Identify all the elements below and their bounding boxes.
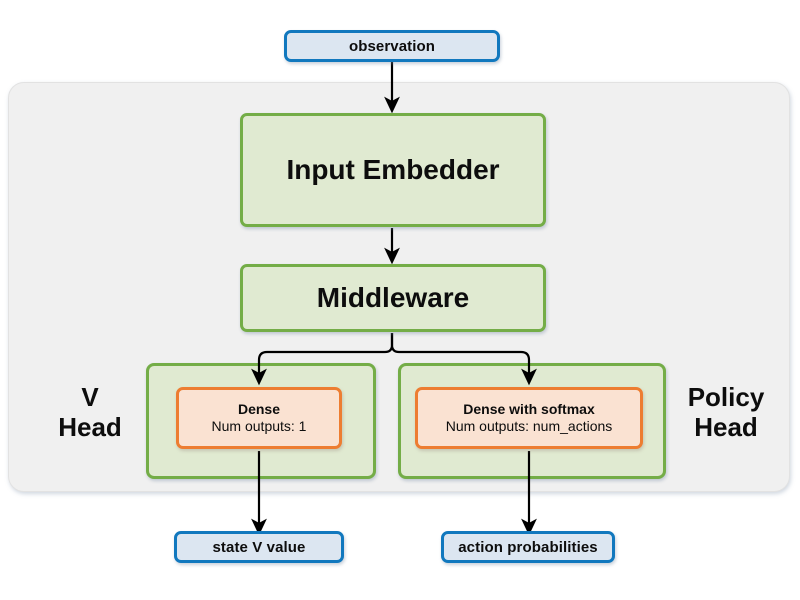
node-middleware[interactable]: Middleware [240,264,546,332]
policy-head-dense-title: Dense with softmax [463,400,595,417]
observation-label: observation [348,37,436,55]
node-state-v-value[interactable]: state V value [174,531,344,563]
node-input-embedder[interactable]: Input Embedder [240,113,546,227]
policy-head-dense-box[interactable]: Dense with softmax Num outputs: num_acti… [415,387,643,449]
v-head-caption: V Head [34,382,146,443]
middleware-label: Middleware [316,282,470,313]
v-head-dense-title: Dense [237,400,281,417]
v-head-dense-box[interactable]: Dense Num outputs: 1 [176,387,342,449]
input-embedder-label: Input Embedder [286,154,500,185]
policy-head-caption-line2: Head [694,411,758,442]
action-probabilities-label: action probabilities [458,538,598,556]
policy-head-caption-line1: Policy [687,382,765,412]
node-action-probabilities[interactable]: action probabilities [441,531,615,563]
policy-head-caption: Policy Head [664,382,788,443]
v-head-caption-line1: V [81,382,99,412]
node-observation[interactable]: observation [284,30,500,62]
state-v-value-label: state V value [212,538,306,556]
v-head-caption-line2: Head [58,411,122,442]
policy-head-dense-subtitle: Num outputs: num_actions [445,418,613,434]
v-head-dense-subtitle: Num outputs: 1 [211,418,307,434]
